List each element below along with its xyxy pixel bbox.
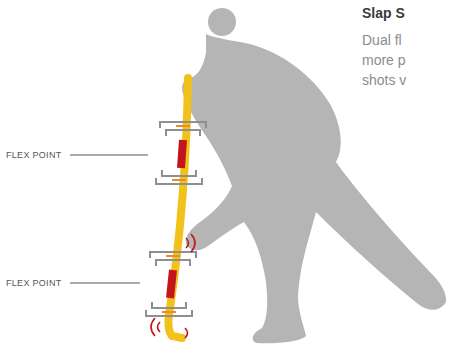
leader-lines	[70, 155, 148, 283]
leader-line	[70, 283, 140, 284]
flex-bar	[170, 270, 173, 298]
arc	[158, 322, 161, 332]
flex-point-label: FLEX POINT	[6, 277, 62, 289]
flex-dash	[162, 126, 190, 312]
body-text: Dual fl	[362, 30, 402, 50]
flex-segment	[170, 140, 183, 298]
clamp	[156, 170, 202, 184]
dash	[176, 125, 190, 127]
dash	[172, 179, 186, 181]
body	[182, 34, 446, 343]
hockey-stick	[168, 78, 188, 338]
flex-bar	[181, 140, 183, 168]
head	[208, 8, 236, 36]
body-text: more p	[362, 50, 406, 70]
arc	[191, 234, 195, 252]
clamp	[150, 252, 196, 266]
dash	[166, 255, 180, 257]
clamp	[146, 302, 192, 316]
arc	[151, 318, 155, 336]
dash	[162, 311, 176, 313]
arc	[186, 238, 189, 248]
body-text: shots v	[362, 70, 406, 90]
section-heading: Slap S	[362, 4, 405, 22]
flex-device	[146, 122, 206, 316]
player-silhouette	[182, 8, 446, 343]
leader-line	[70, 155, 148, 156]
clamp	[160, 122, 206, 136]
flex-point-label: FLEX POINT	[6, 149, 62, 161]
arc	[185, 328, 188, 338]
vibration-arcs	[151, 234, 195, 338]
